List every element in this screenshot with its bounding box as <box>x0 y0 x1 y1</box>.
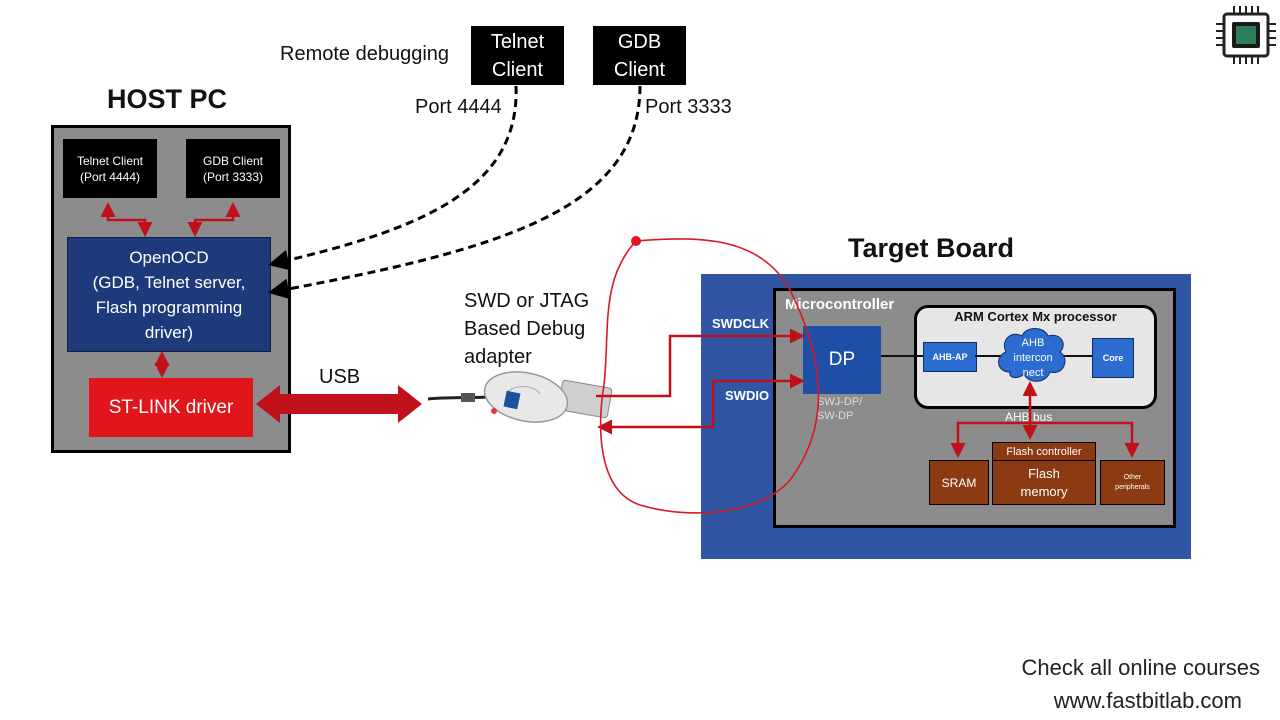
dp-block: DP <box>803 326 881 394</box>
arm-processor-label: ARM Cortex Mx processor <box>954 309 1117 324</box>
footer-url[interactable]: www.fastbitlab.com <box>1053 688 1242 713</box>
flash-memory-block: Flash memory <box>992 460 1096 505</box>
annotation-dot <box>631 236 641 246</box>
ahb-bus-label: AHB bus <box>1005 410 1053 424</box>
remote-telnet-client: Telnet Client <box>471 26 564 85</box>
flash-controller-block: Flash controller <box>992 442 1096 462</box>
swdio-label: SWDIO <box>725 388 770 403</box>
ahb-ap-block: AHB-AP <box>923 342 977 372</box>
stlink-driver-block: ST-LINK driver <box>89 378 253 437</box>
openocd-block: OpenOCD (GDB, Telnet server, Flash progr… <box>67 237 271 352</box>
chip-logo-icon <box>1216 6 1276 64</box>
port-4444-label: Port 4444 <box>415 96 502 118</box>
remote-debugging-label: Remote debugging <box>280 43 450 65</box>
sram-block: SRAM <box>929 460 989 505</box>
port-3333-label: Port 3333 <box>645 96 732 118</box>
other-peripherals-block: Other peripherals <box>1100 460 1165 505</box>
core-block: Core <box>1092 338 1134 378</box>
remote-gdb-client: GDB Client <box>593 26 686 85</box>
swdclk-label: SWDCLK <box>712 316 770 331</box>
host-pc-title: HOST PC <box>107 84 228 114</box>
usb-label: USB <box>319 366 361 388</box>
dp-sub-label: SWJ-DP/ SW-DP <box>817 396 863 422</box>
stlink-adapter-icon <box>483 371 613 423</box>
debug-adapter-label: SWD or JTAG Based Debug adapter <box>464 290 590 368</box>
microcontroller-label: Microcontroller <box>785 296 895 313</box>
target-board-title: Target Board <box>848 233 1015 263</box>
host-gdb-client: GDB Client (Port 3333) <box>186 139 280 198</box>
host-telnet-client: Telnet Client (Port 4444) <box>63 139 157 198</box>
footer-courses: Check all online courses <box>1021 655 1260 680</box>
ahb-interconnect-label: AHB intercon nect <box>1013 336 1053 379</box>
